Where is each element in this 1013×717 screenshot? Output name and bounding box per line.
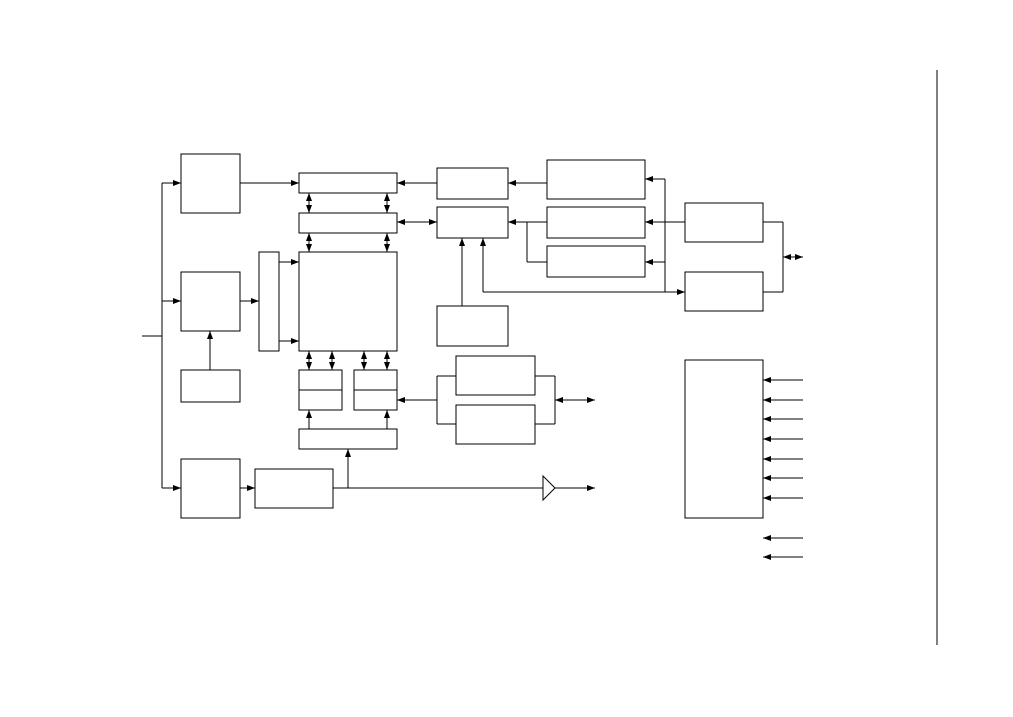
right-column-wiring	[480, 176, 685, 295]
right-lower-block	[546, 245, 646, 278]
lower-left-split-block	[298, 369, 343, 411]
input-block-middle	[180, 271, 241, 332]
amplifier-triangle-icon	[542, 474, 556, 502]
input-distribution-wires	[142, 180, 181, 491]
bottom-driver-block	[254, 468, 334, 509]
register-bidirectional-links	[306, 193, 390, 252]
core-to-split-links	[306, 351, 390, 370]
far-right-wiring	[763, 221, 803, 293]
input-block-bottom	[180, 458, 241, 519]
right-middle-block	[546, 206, 646, 239]
core-block	[298, 251, 398, 352]
control-block-small	[180, 369, 241, 403]
io-lower-block	[455, 404, 536, 445]
center-top-block	[436, 167, 509, 200]
io-upper-block	[455, 355, 536, 396]
far-right-upper-block	[684, 202, 764, 243]
bottom-bus-block	[298, 428, 398, 450]
center-middle-block	[436, 206, 509, 239]
upper-register-block	[298, 172, 398, 194]
input-panel-signals	[763, 377, 803, 560]
input-block-top	[180, 153, 241, 214]
vertical-bus-block	[258, 251, 280, 352]
center-lower-block	[436, 305, 509, 347]
lower-register-block	[298, 212, 398, 234]
right-top-block	[546, 159, 646, 200]
io-wiring	[397, 375, 595, 425]
far-right-lower-block	[684, 271, 764, 312]
input-panel-block	[684, 359, 764, 519]
lower-right-split-block	[353, 369, 398, 411]
